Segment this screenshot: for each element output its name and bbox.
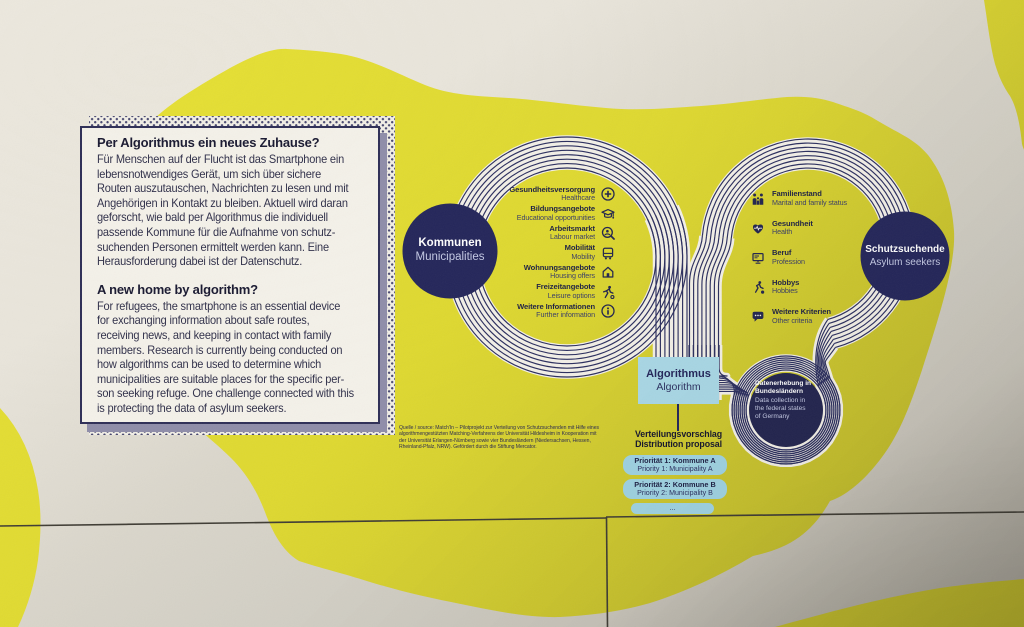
asylum-seekers-label: Schutzsuchende Asylum seekers (853, 244, 957, 269)
family-icon (750, 191, 765, 206)
criteria-label-en: Hobbies (772, 286, 798, 296)
source-note: Quelle / source: Match'In – Pilotprojekt… (399, 425, 599, 451)
asylum-seekers-label-en: Asylum seekers (869, 256, 941, 268)
data-collection-label: Datenerhebung in Bundesländern Data coll… (755, 380, 821, 421)
criteria-label-en: Educational opportunities (516, 212, 595, 222)
health-icon (750, 221, 765, 236)
criteria-label-en: Leisure options (547, 290, 595, 300)
hobbies-icon (750, 280, 765, 295)
criteria-label-en: Further information (536, 310, 595, 320)
asylum-seekers-label-de: Schutzsuchende (865, 244, 945, 255)
algorithm-label-de: Algorithmus (646, 367, 711, 380)
infobox-paragraph-gap (97, 270, 370, 282)
infobox-title-en: A new home by algorithm? (97, 281, 258, 297)
leisure-icon (600, 284, 615, 299)
education-icon-glyph (600, 208, 615, 219)
housing-icon-glyph (602, 267, 613, 279)
priority-pill-1: Priorität 1: Kommune A Priority 1: Munic… (623, 455, 727, 475)
criteria-label-en: Profession (772, 256, 805, 266)
mobility-icon-glyph (602, 247, 613, 260)
data-collection-label-en: Data collection in the federal states of… (755, 396, 806, 421)
health-icon-glyph (752, 224, 763, 234)
criteria-label-en: Health (772, 227, 793, 237)
infobox-body-de: Für Menschen auf der Flucht ist das Smar… (97, 153, 349, 269)
mobility-icon (600, 245, 615, 260)
proposal-label-de: Verteilungsvorschlag (635, 429, 722, 439)
wall-seam-vertical (605, 516, 609, 627)
criteria-label-en: Labour market (549, 232, 595, 242)
criteria-label-en: Healthcare (561, 193, 595, 203)
data-collection-label-de: Datenerhebung in Bundesländern (755, 380, 812, 396)
criteria-label-en: Mobility (571, 251, 595, 261)
algorithm-label-en: Algorithm (656, 380, 701, 393)
criteria-label-en: Housing offers (550, 271, 595, 281)
profession-icon-glyph (751, 252, 764, 264)
algorithm-connector-line (677, 404, 679, 431)
education-icon (600, 206, 615, 221)
priority-pill-more: ... (631, 503, 714, 514)
priority-2-de: Priorität 2: Kommune B (634, 479, 716, 489)
hobbies-icon-glyph (754, 281, 764, 294)
leisure-icon-glyph (602, 285, 614, 299)
criteria-label-en: Marital and family status (772, 198, 847, 208)
criteria-label-en: Other criteria (772, 315, 813, 325)
priority-1-de: Priorität 1: Kommune A (634, 455, 716, 465)
infobox-body-en: For refugees, the smartphone is an essen… (97, 299, 354, 415)
proposal-label-en: Distribution proposal (635, 439, 722, 450)
priority-1-en: Priority 1: Municipality A (637, 465, 713, 474)
housing-icon (600, 265, 615, 280)
family-icon-glyph (752, 193, 763, 205)
other-criteria-icon-glyph (752, 311, 763, 322)
labour-market-icon (600, 226, 615, 241)
information-icon-glyph (600, 304, 615, 319)
priority-2-en: Priority 2: Municipality B (637, 489, 713, 498)
algorithm-box: Algorithmus Algorithm (638, 357, 719, 404)
labour-market-icon-glyph (601, 227, 615, 241)
distribution-proposal-label: Verteilungsvorschlag Distribution propos… (615, 429, 742, 449)
healthcare-icon (600, 187, 615, 202)
profession-icon (750, 250, 765, 265)
infobox-title-de: Per Algorithmus ein neues Zuhause? (97, 135, 320, 150)
other-criteria-icon (750, 309, 765, 324)
healthcare-icon-glyph (600, 187, 615, 202)
infobox: Per Algorithmus ein neues Zuhause? Für M… (80, 126, 380, 424)
information-icon (600, 304, 615, 319)
priority-pill-2: Priorität 2: Kommune B Priority 2: Munic… (623, 479, 727, 499)
infobox-content: Per Algorithmus ein neues Zuhause? Für M… (97, 135, 370, 417)
